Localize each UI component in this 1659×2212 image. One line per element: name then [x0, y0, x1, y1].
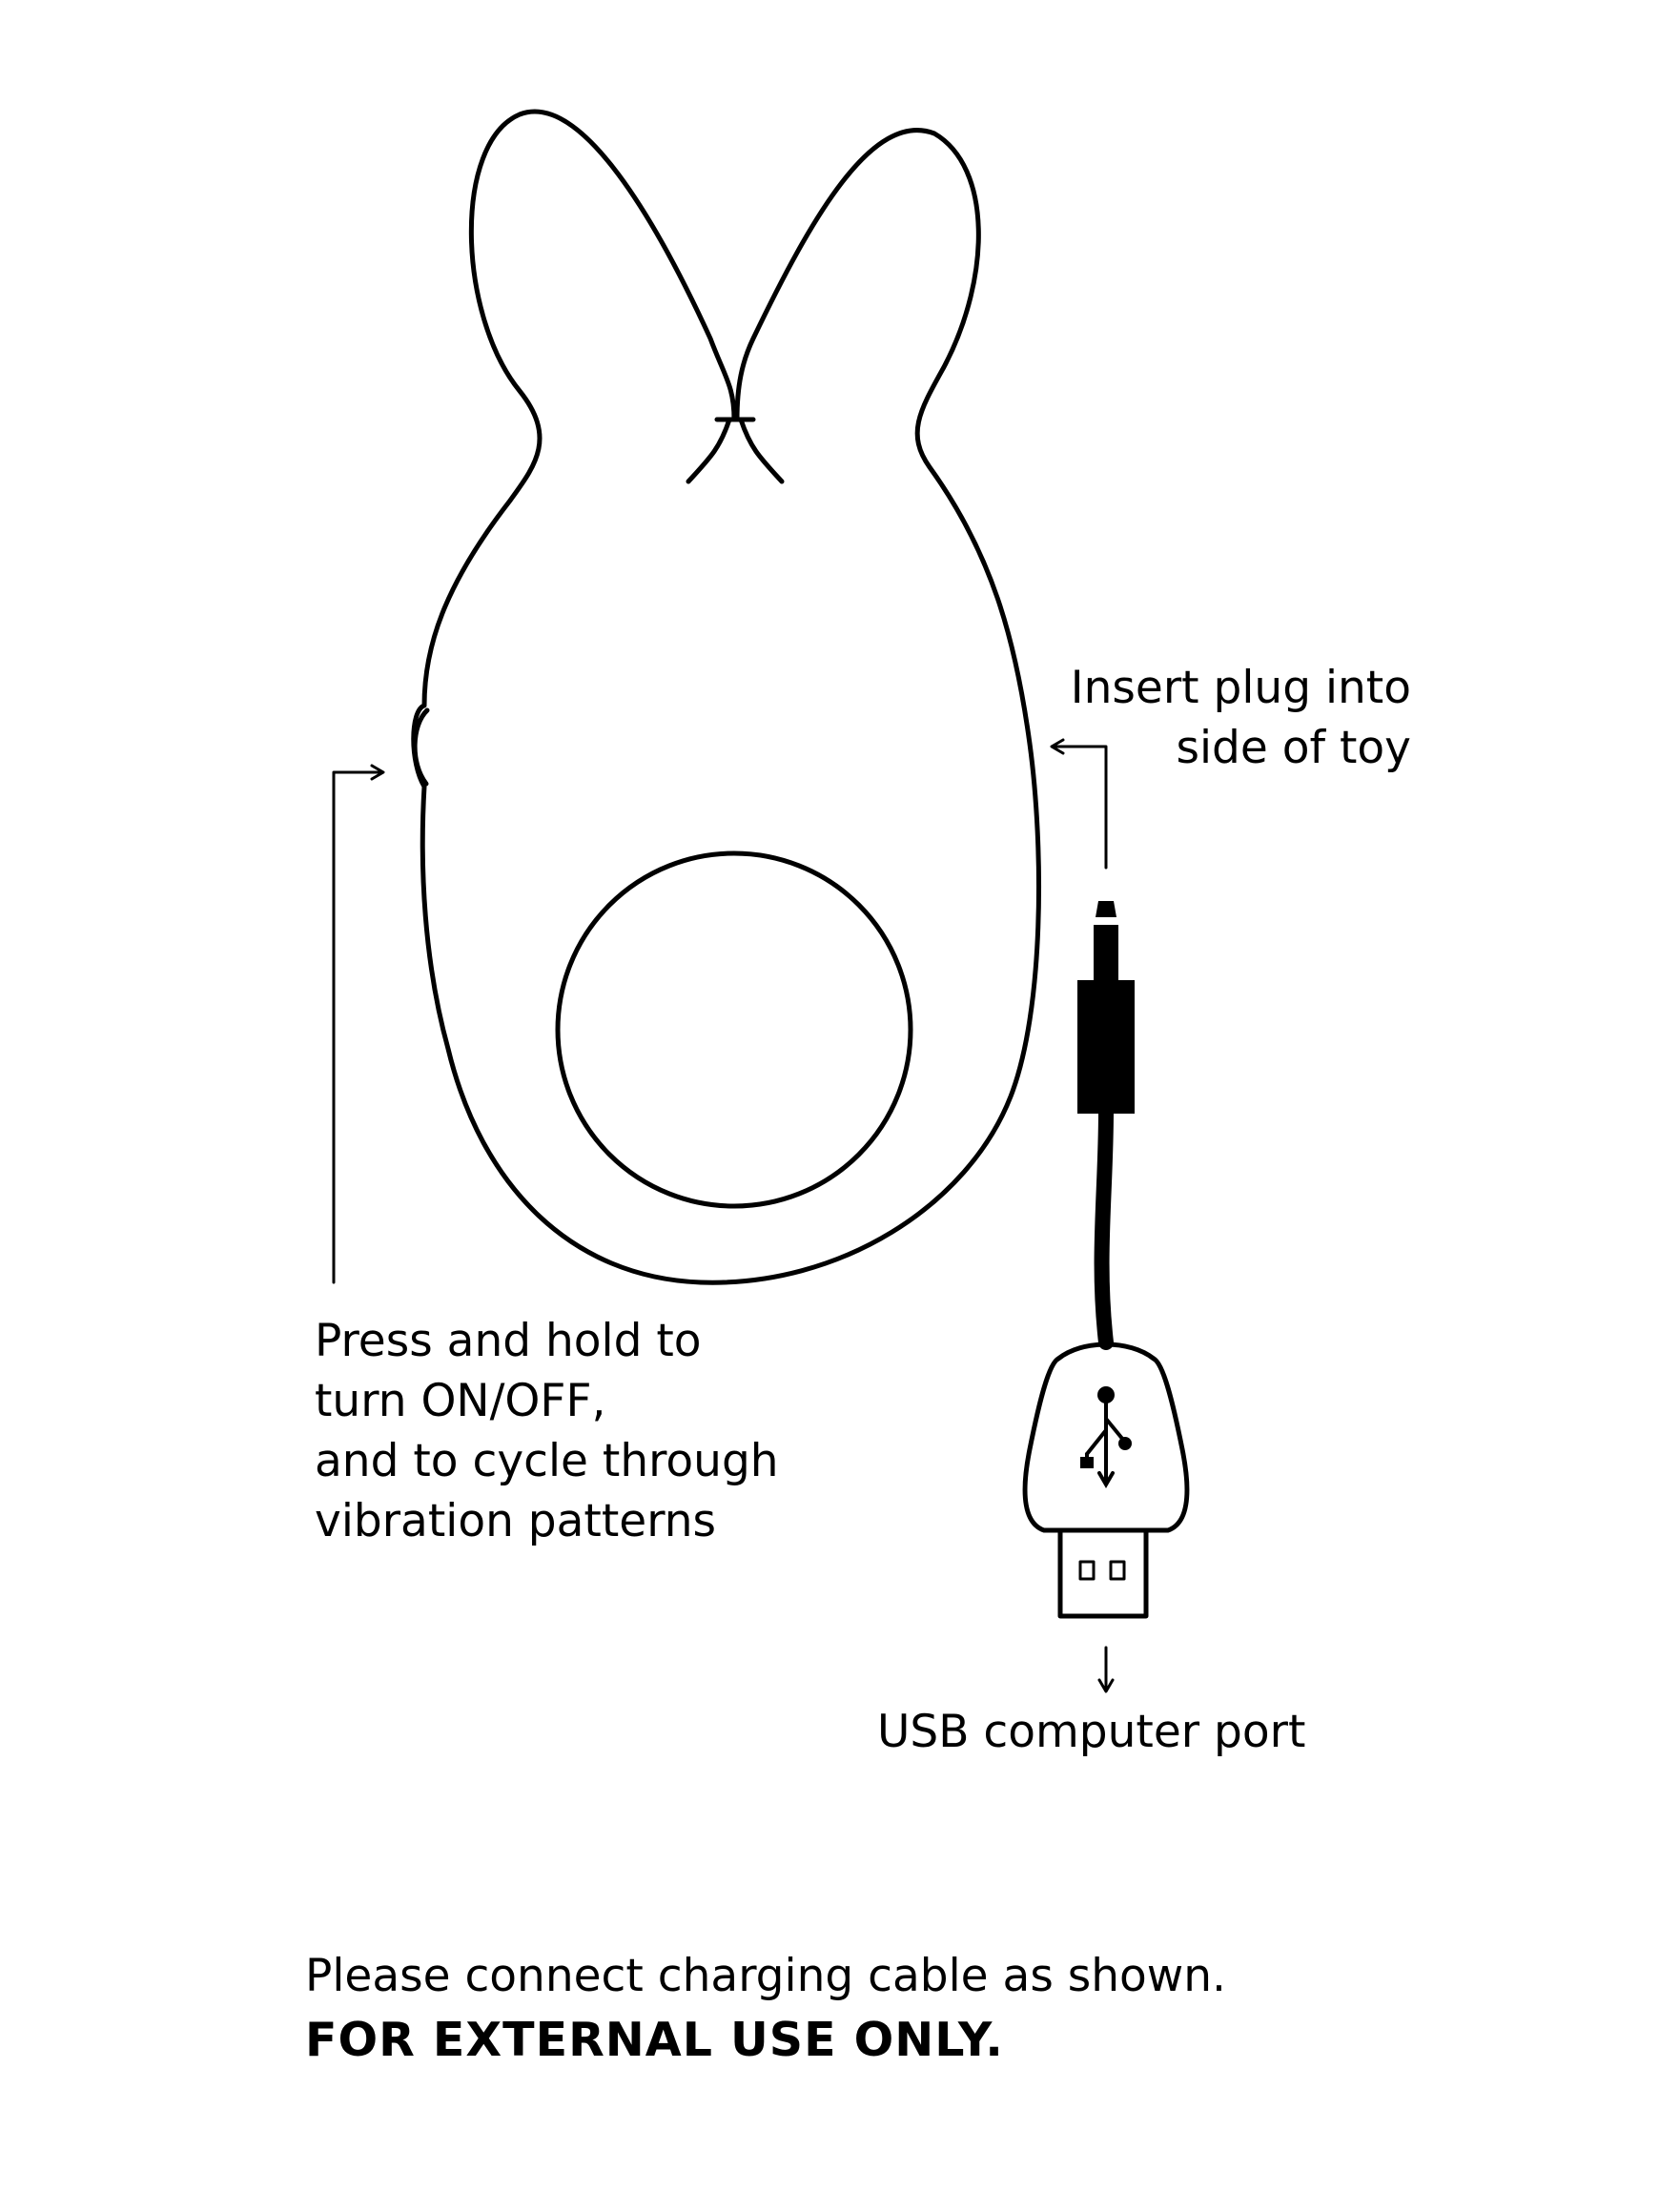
- footer: Please connect charging cable as shown. …: [305, 1945, 1226, 2073]
- plug-instruction-line-2: side of toy: [1176, 722, 1411, 774]
- charging-cable: [1094, 1103, 1114, 1350]
- button-instruction-line-3: and to cycle through: [315, 1435, 779, 1487]
- usb-icon-left-square: [1080, 1457, 1094, 1468]
- plug-instruction-line-1: Insert plug into: [1070, 662, 1411, 714]
- charging-instruction: Please connect charging cable as shown.: [305, 1950, 1226, 2002]
- toy-ring-hole: [555, 850, 913, 1209]
- power-button-bump: [412, 707, 430, 787]
- arrow-left-icon: [1050, 738, 1065, 755]
- plug-leader-line: [1052, 745, 1108, 870]
- jack-plug-neck: [1094, 925, 1118, 982]
- arrow-down-icon: [1097, 1678, 1115, 1693]
- external-use-warning: FOR EXTERNAL USE ONLY.: [305, 2013, 1004, 2067]
- jack-plug-tip: [1096, 901, 1116, 917]
- usb-icon: [1085, 1396, 1125, 1488]
- usb-icon-top-dot: [1097, 1386, 1115, 1403]
- button-leader-line: [332, 770, 383, 1284]
- ear-notch: [686, 417, 785, 484]
- button-instruction-line-2: turn ON/OFF,: [315, 1375, 606, 1427]
- button-instruction-line-1: Press and hold to: [315, 1315, 702, 1367]
- plug-instruction-label: Insert plug into side of toy: [1001, 658, 1411, 778]
- button-instruction-label: Press and hold to turn ON/OFF, and to cy…: [315, 1311, 779, 1551]
- jack-plug-body: [1077, 980, 1135, 1114]
- usb-icon-right-dot: [1118, 1437, 1132, 1450]
- usb-contact-left: [1078, 1560, 1096, 1581]
- usb-contact-right: [1109, 1560, 1126, 1581]
- usb-a-connector: [1057, 1527, 1149, 1619]
- button-instruction-line-4: vibration patterns: [315, 1495, 716, 1547]
- usb-port-label: USB computer port: [877, 1706, 1306, 1758]
- arrow-right-icon: [370, 764, 385, 781]
- toy-body-outline: [411, 109, 1042, 1285]
